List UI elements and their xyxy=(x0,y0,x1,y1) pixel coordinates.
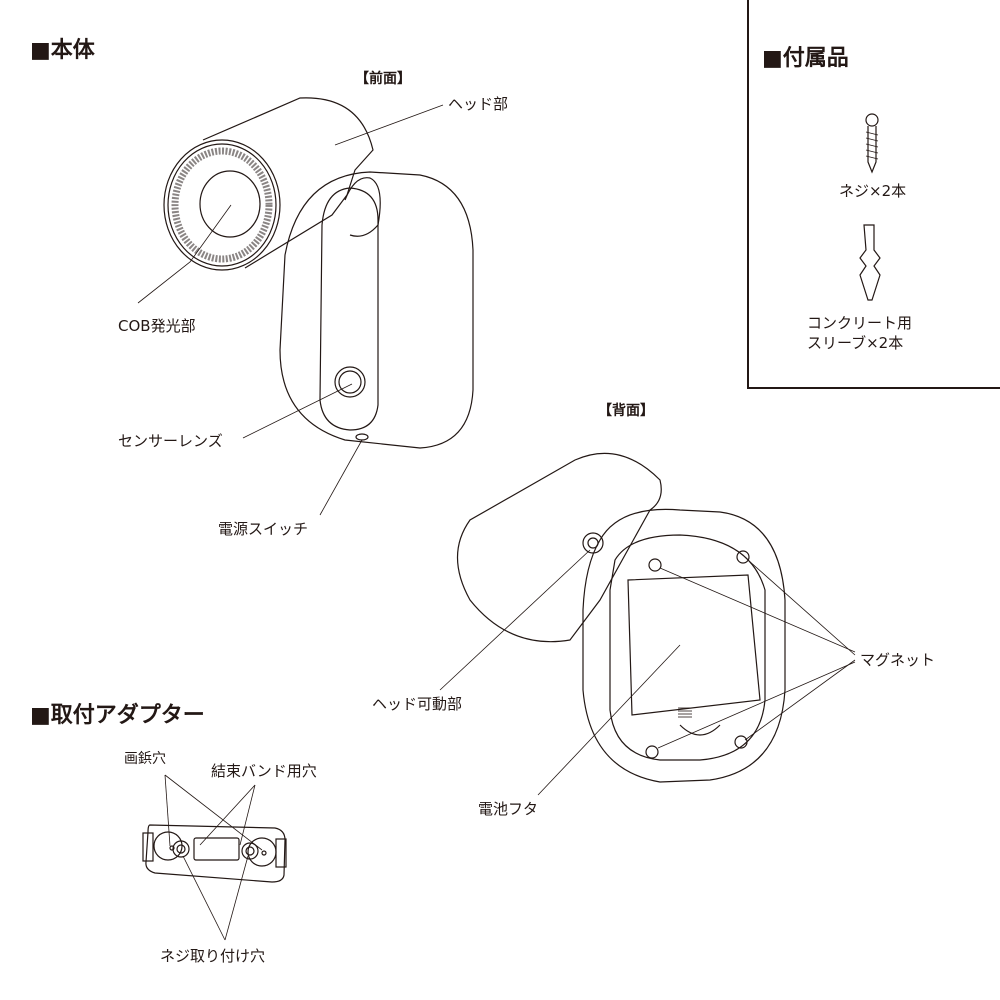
front-leader-lines xyxy=(137,104,444,516)
back-view-label: 【背面】 xyxy=(598,403,654,419)
front-device-drawing xyxy=(163,97,474,449)
back-head-cylinder xyxy=(456,452,662,643)
front-sensor-panel xyxy=(319,187,379,431)
back-body-outer xyxy=(582,508,786,783)
back-leader-lines xyxy=(439,549,856,796)
cob-ring-outer xyxy=(163,139,281,271)
callout-screw-hole: ネジ取り付け穴 xyxy=(160,947,266,965)
callout-pin-hole: 画鋲穴 xyxy=(124,751,166,767)
accessory-sleeve-line2: スリーブ×2本 xyxy=(807,334,904,352)
back-device-drawing xyxy=(456,452,786,783)
callout-power-switch: 電源スイッチ xyxy=(218,520,309,538)
front-body-base xyxy=(279,171,474,449)
callout-battery-cover: 電池フタ xyxy=(478,800,539,818)
cob-center xyxy=(199,170,261,238)
callout-band-hole: 結束バンド用穴 xyxy=(211,762,317,780)
callout-head: ヘッド部 xyxy=(448,95,509,113)
body-section-title: ■本体 xyxy=(30,38,95,63)
back-body-inner xyxy=(609,534,766,761)
power-switch-drawing xyxy=(355,433,369,441)
head-pivot-drawing xyxy=(582,532,604,554)
accessory-screw: ネジ×2本 xyxy=(839,182,907,200)
band-hole-drawing xyxy=(193,837,240,861)
magnet-drawings xyxy=(645,550,750,759)
front-view-label: 【前面】 xyxy=(355,71,411,87)
sleeve-drawing xyxy=(859,224,881,301)
callout-magnet: マグネット xyxy=(860,651,936,669)
callout-head-pivot: ヘッド可動部 xyxy=(372,695,463,713)
cob-mesh xyxy=(171,147,273,263)
callout-cob: COB発光部 xyxy=(118,317,196,335)
adapter-drawing xyxy=(142,824,287,883)
adapter-title: ■取付アダプター xyxy=(30,703,205,728)
sensor-lens-drawing xyxy=(334,366,366,398)
accessory-sleeve-line1: コンクリート用 xyxy=(807,314,913,332)
adapter-leader-lines xyxy=(164,774,263,941)
head-cylinder xyxy=(202,97,374,269)
accessories-title: ■付属品 xyxy=(762,46,849,71)
screw-drawing xyxy=(865,113,879,174)
battery-cover-drawing xyxy=(627,574,761,716)
callout-sensor: センサーレンズ xyxy=(118,432,223,450)
accessories-box xyxy=(747,0,1000,389)
